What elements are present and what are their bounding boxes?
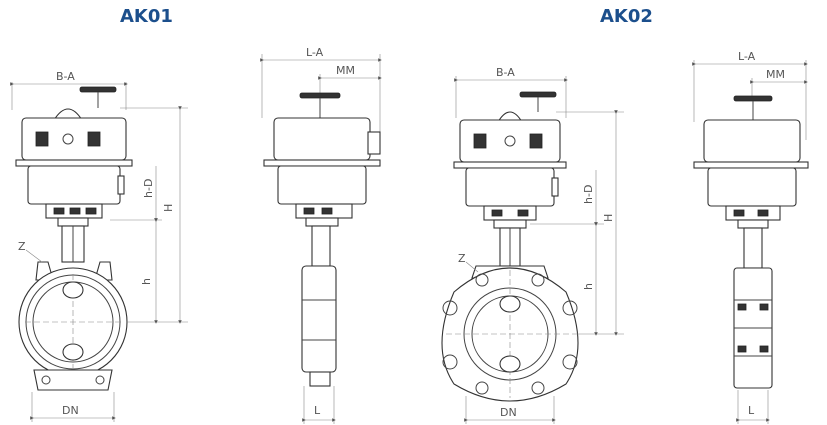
ak01-hd-label: h-D xyxy=(142,179,155,198)
ak02-dn-label: DN xyxy=(500,406,517,419)
ak01-mm-label: MM xyxy=(336,64,355,77)
ak01-z-label: Z xyxy=(18,240,26,253)
title-ak02: AK02 xyxy=(600,6,653,27)
ak02-h-label: h xyxy=(582,283,595,290)
ak01-side-view: L-A MM L xyxy=(260,46,382,424)
ak01-front-view: B-A xyxy=(10,70,188,422)
ak01-la-label: L-A xyxy=(306,46,324,59)
ak01-ba-label: B-A xyxy=(56,70,75,83)
ak02-H-label: H xyxy=(602,214,615,222)
ak02-l-label: L xyxy=(748,404,755,417)
ak02-hd-label: h-D xyxy=(582,185,595,204)
ak01-l-label: L xyxy=(314,404,321,417)
ak02-mm-label: MM xyxy=(766,68,785,81)
ak01-H-label: H xyxy=(162,204,175,212)
ak02-ba-label: B-A xyxy=(496,66,515,79)
title-ak01: AK01 xyxy=(120,6,173,27)
ak01-h-label: h xyxy=(140,278,153,285)
ak02-la-label: L-A xyxy=(738,50,756,63)
ak01-dn-label: DN xyxy=(62,404,79,417)
ak02-z-label: Z xyxy=(458,252,466,265)
ak02-front-view: B-A Z xyxy=(441,66,624,424)
ak02-side-view: L-A MM L xyxy=(692,50,809,424)
